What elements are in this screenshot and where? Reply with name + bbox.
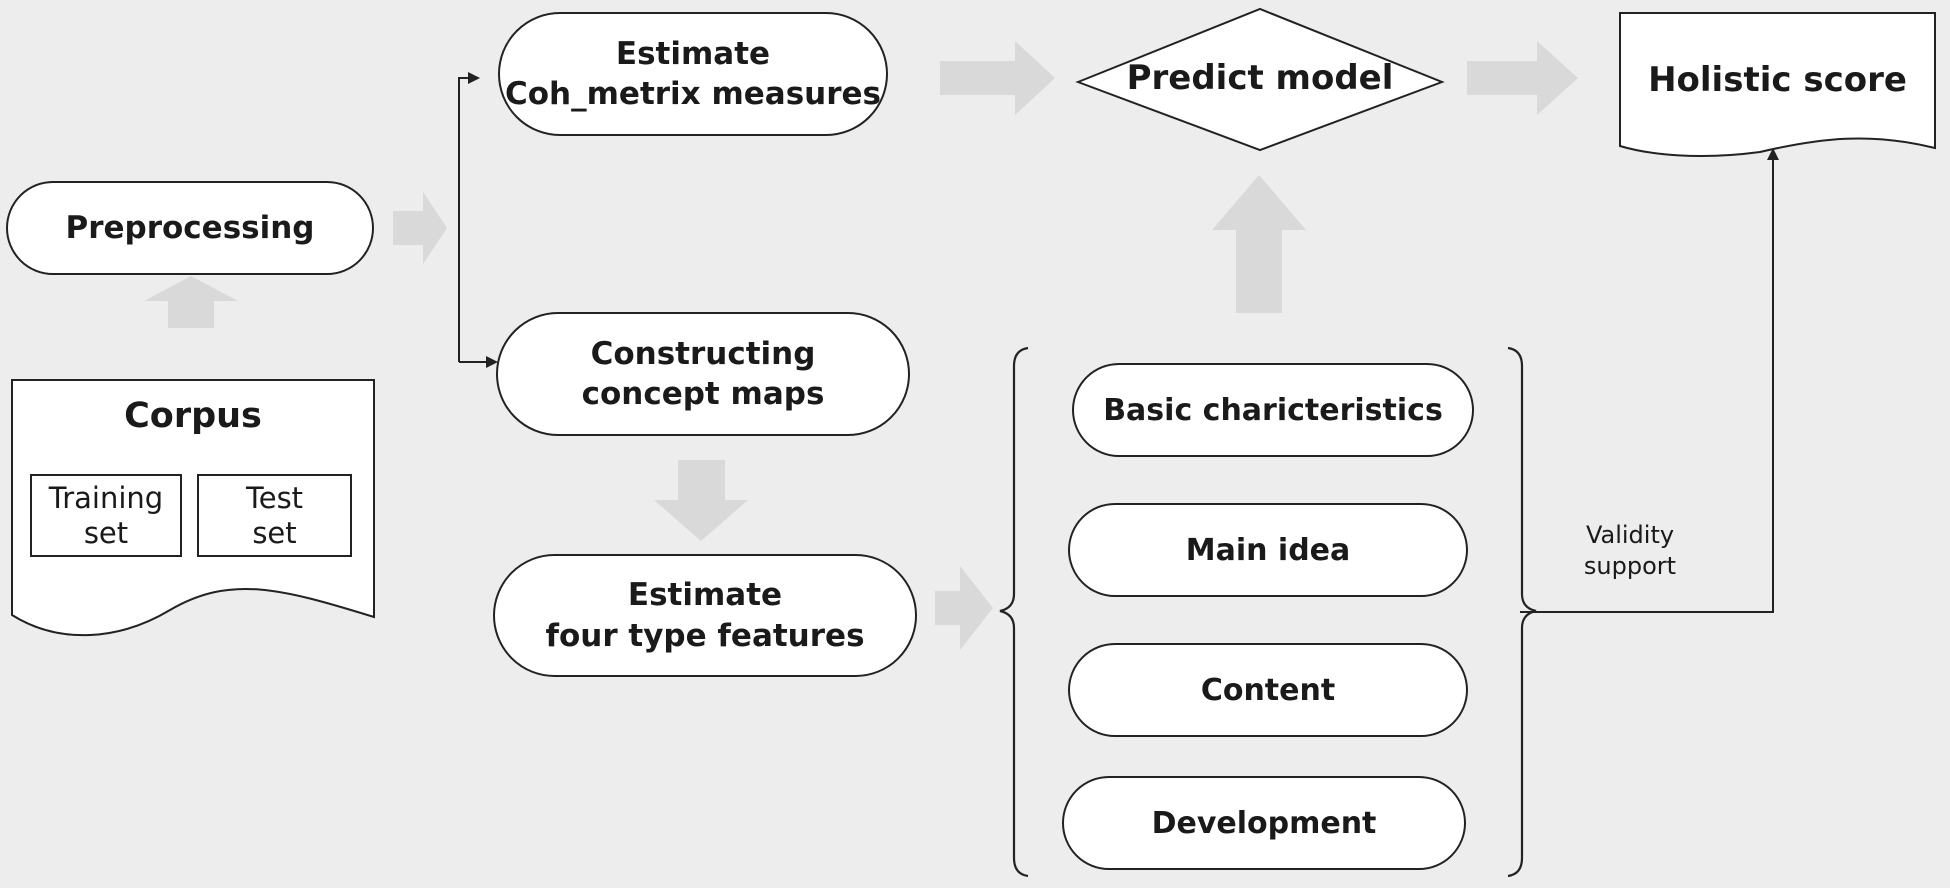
arrow-estimate-four-to-features: [935, 566, 993, 650]
arrow-predict-to-holistic: [1467, 41, 1578, 115]
connector-validity-to-holistic: [1520, 148, 1779, 613]
arrow-constructing-to-estimate-four: [654, 460, 748, 541]
arrow-preprocessing-to-split: [393, 192, 447, 264]
estimate-coh-metrix-node: Estimate Coh_metrix measures: [498, 12, 888, 136]
test-set-box: Test set: [197, 474, 352, 557]
arrow-corpus-to-preprocessing: [144, 276, 238, 328]
training-set-box: Training set: [30, 474, 182, 557]
connector-split-to-coh: [458, 72, 480, 362]
preprocessing-node: Preprocessing: [6, 181, 374, 275]
corpus-title: Corpus: [124, 396, 262, 436]
holistic-score-shape: [1619, 12, 1936, 157]
validity-support-label: Validity support: [1583, 521, 1677, 581]
holistic-score-label: Holistic score: [1648, 60, 1907, 100]
right-brace: [1507, 346, 1537, 878]
constructing-concept-maps-node: Constructing concept maps: [496, 312, 910, 436]
estimate-four-type-features-node: Estimate four type features: [493, 554, 917, 677]
corpus-document-shape: [11, 379, 375, 637]
arrow-coh-to-predict: [940, 41, 1055, 115]
feature-main-idea: Main idea: [1068, 503, 1468, 597]
left-brace: [999, 346, 1029, 878]
predict-model-diamond: [1075, 7, 1445, 152]
feature-content: Content: [1068, 643, 1468, 737]
arrow-features-to-predict: [1212, 175, 1306, 313]
feature-basic-characteristics: Basic charicteristics: [1072, 363, 1474, 457]
predict-model-label: Predict model: [1126, 58, 1394, 98]
feature-development: Development: [1062, 776, 1466, 870]
